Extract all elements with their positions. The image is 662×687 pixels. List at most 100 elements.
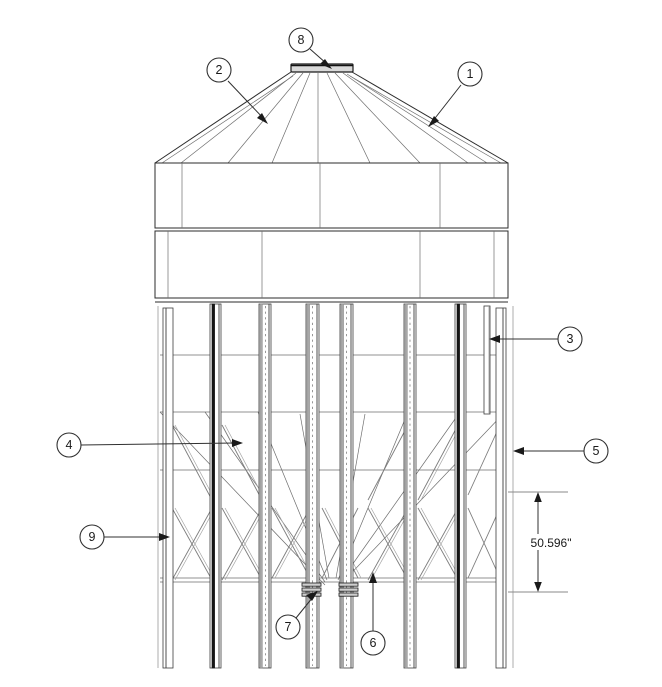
balloon-circle-8[interactable]	[288, 27, 314, 53]
balloon-circle-1[interactable]	[457, 61, 483, 87]
balloon-circle-4[interactable]	[56, 432, 82, 458]
leg-stiffener-right	[483, 305, 491, 415]
leader-line-4	[80, 442, 236, 446]
xbrace-1b2	[174, 507, 216, 581]
leg-7-flange	[456, 303, 460, 669]
balloon-number-7: 7	[285, 620, 292, 634]
leader-arrow-9	[159, 533, 170, 541]
leader-line-2	[227, 80, 265, 120]
leg-group	[157, 303, 514, 669]
balloon-number-5: 5	[593, 444, 600, 458]
xbrace-6c2	[420, 424, 462, 501]
dim-arrow-top	[534, 492, 542, 502]
xbrace-7b	[467, 507, 501, 579]
hopper-slope-left	[159, 411, 326, 586]
xbrace-2c	[221, 424, 263, 501]
roof-seam-3	[271, 72, 311, 164]
bin-body-assembly	[154, 162, 509, 303]
leg-8	[495, 307, 507, 669]
balloon-circle-5[interactable]	[583, 438, 609, 464]
xbrace-7c	[467, 424, 501, 496]
leg-1	[162, 307, 174, 669]
callout-balloon-8[interactable]: 8	[288, 27, 314, 53]
xbrace-2c2	[224, 424, 266, 501]
balloon-number-4: 4	[66, 438, 73, 452]
balloon-circle-3[interactable]	[557, 326, 583, 352]
roof-edge-left	[154, 71, 292, 164]
xbrace-3b	[271, 507, 311, 579]
roof-edge-right	[351, 71, 509, 164]
xbrace-1b	[171, 507, 213, 581]
discharge-plate-right-2	[338, 587, 359, 592]
leader-line-7	[295, 596, 314, 619]
balloon-number-3: 3	[567, 332, 574, 346]
roof-seam-1	[180, 72, 297, 164]
leader-arrow-7	[306, 591, 318, 601]
discharge-plate-left-2	[301, 587, 322, 592]
roof-edge-left-inner	[161, 75, 294, 164]
callout-balloon-6[interactable]: 6	[360, 630, 386, 656]
xbrace-2b2	[224, 507, 266, 581]
dim-arrow-bottom	[534, 582, 542, 592]
roof-seam-5	[326, 72, 371, 164]
balloon-circle-7[interactable]	[275, 614, 301, 640]
callout-balloon-3[interactable]: 3	[557, 326, 583, 352]
balloon-circle-6[interactable]	[360, 630, 386, 656]
bin-ring-lower	[154, 230, 509, 299]
xbrace-1c	[171, 424, 213, 501]
leg-7	[454, 303, 467, 669]
balloon-number-9: 9	[89, 530, 96, 544]
hopper-slope-right	[339, 411, 506, 586]
callout-balloon-group: 1 2 3 4 5 6 7	[56, 27, 609, 656]
leg-4-flange	[306, 303, 310, 669]
xbrace-1c2	[174, 424, 216, 501]
callout-balloon-9[interactable]: 9	[79, 524, 105, 550]
xbrace-2b	[221, 507, 263, 581]
roof-assembly	[154, 63, 509, 164]
callout-balloon-5[interactable]: 5	[583, 438, 609, 464]
discharge-plate-right-1	[338, 582, 359, 587]
xbrace-5c	[367, 424, 409, 501]
roof-seam-6	[334, 72, 421, 164]
balloon-number-1: 1	[467, 67, 474, 81]
leg-6-flange	[404, 303, 408, 669]
dim-text-backdrop	[516, 534, 588, 550]
roof-edge-right-inner	[349, 75, 502, 164]
leader-arrow-3	[489, 335, 500, 343]
dimension-value-label: 50.596"	[531, 536, 572, 550]
leader-group	[80, 48, 584, 631]
leader-arrow-6	[369, 572, 377, 583]
balloon-circle-2[interactable]	[206, 57, 232, 83]
leader-line-1	[431, 84, 462, 123]
leader-arrow-8	[320, 59, 332, 69]
callout-balloon-7[interactable]: 7	[275, 614, 301, 640]
balloon-circle-9[interactable]	[79, 524, 105, 550]
leader-arrow-2	[257, 113, 268, 124]
leg-height-dimension: 50.596"	[508, 491, 588, 593]
roof-seam-2	[227, 72, 304, 164]
leg-2	[209, 303, 222, 669]
xbrace-6c	[417, 424, 459, 501]
leader-arrow-5	[513, 447, 524, 455]
balloon-number-2: 2	[216, 63, 223, 77]
xbrace-5b	[367, 507, 409, 581]
leader-arrow-1	[428, 116, 439, 127]
callout-balloon-1[interactable]: 1	[457, 61, 483, 87]
bin-ring-upper	[154, 162, 509, 229]
discharge-plate-left-1	[301, 582, 322, 587]
balloon-number-8: 8	[298, 33, 305, 47]
roof-seam-7	[342, 72, 469, 164]
leg-5-flange	[340, 303, 344, 669]
xbrace-6b	[417, 507, 459, 581]
discharge-plate-right-3	[338, 592, 359, 597]
hopper-slope-right-2	[339, 411, 461, 583]
leg-2-flange	[211, 303, 215, 669]
leader-arrow-4	[232, 439, 243, 447]
callout-balloon-4[interactable]: 4	[56, 432, 82, 458]
callout-balloon-2[interactable]: 2	[206, 57, 232, 83]
leg-3-flange	[259, 303, 263, 669]
xbrace-6b2	[420, 507, 462, 581]
balloon-number-6: 6	[370, 636, 377, 650]
